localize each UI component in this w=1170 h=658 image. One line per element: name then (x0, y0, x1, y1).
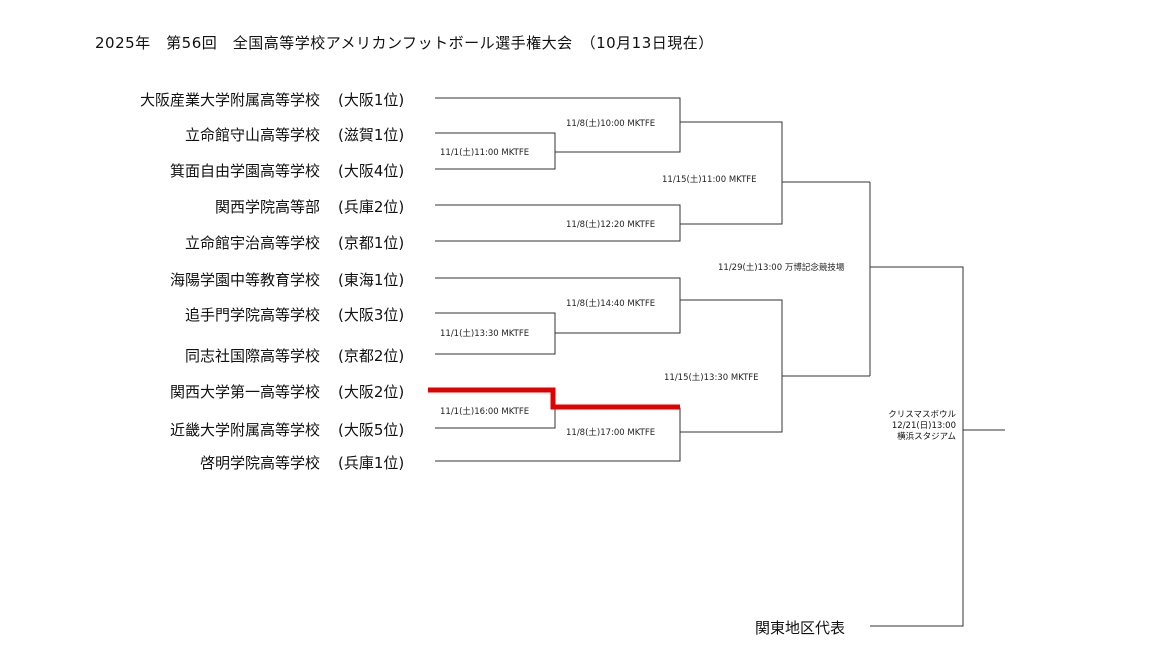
team-seed: (大阪2位) (338, 383, 405, 401)
team-name: 啓明学院高等学校 (199, 454, 320, 472)
team-name: 箕面自由学園高等学校 (169, 162, 320, 180)
team-seed: (大阪1位) (338, 91, 405, 109)
team-name: 関西学院高等部 (214, 198, 320, 216)
bracket-line (435, 277, 681, 334)
kanto-representative: 関東地区代表 (755, 619, 846, 637)
team-name: 立命館宇治高等学校 (184, 234, 320, 252)
team-name: 大阪産業大学附属高等学校 (139, 91, 320, 109)
team-seed: (京都1位) (338, 234, 405, 252)
team-name: 関西大学第一高等学校 (169, 383, 320, 401)
game-label: 11/15(土)13:30 MKTFE (664, 373, 759, 383)
bracket-line (435, 204, 681, 242)
game-label: 11/29(土)13:00 万博記念競技場 (718, 263, 845, 273)
team-seed: (兵庫1位) (338, 454, 405, 472)
winner-path (428, 387, 680, 410)
team-seed: (東海1位) (338, 271, 405, 289)
final-date: 12/21(日)13:00 (891, 421, 956, 431)
bracket-line (435, 132, 556, 170)
game-label: 11/1(土)11:00 MKTFE (440, 148, 530, 158)
bracket-line (435, 97, 681, 153)
team-seed: (滋賀1位) (338, 126, 405, 144)
team-seed: (大阪4位) (338, 162, 405, 180)
team-name: 海陽学園中等教育学校 (169, 271, 320, 289)
bracket-line (435, 312, 556, 355)
game-label: 11/8(土)12:20 MKTFE (566, 220, 656, 230)
game-label: 11/1(土)16:00 MKTFE (440, 407, 530, 417)
team-seed: (大阪3位) (338, 306, 405, 324)
final-game-info: クリスマスボウル 12/21(日)13:00 横浜スタジアム (860, 410, 956, 443)
bracket-line (680, 299, 783, 433)
game-label: 11/15(土)11:00 MKTFE (662, 175, 757, 185)
game-label: 11/8(土)17:00 MKTFE (566, 428, 656, 438)
bracket-line (870, 266, 964, 627)
bracket-line (680, 121, 783, 225)
game-label: 11/8(土)10:00 MKTFE (566, 119, 656, 129)
team-name: 追手門学院高等学校 (184, 306, 320, 324)
team-seed: (兵庫2位) (338, 198, 405, 216)
game-label: 11/1(土)13:30 MKTFE (440, 329, 530, 339)
team-name: 近畿大学附属高等学校 (169, 421, 320, 439)
team-seed: (京都2位) (338, 347, 405, 365)
game-label: 11/8(土)14:40 MKTFE (566, 299, 656, 309)
final-venue: 横浜スタジアム (897, 432, 956, 442)
page-title: 2025年 第56回 全国高等学校アメリカンフットボール選手権大会 （10月13… (95, 34, 714, 52)
final-name: クリスマスボウル (888, 410, 956, 420)
team-seed: (大阪5位) (338, 421, 405, 439)
team-name: 同志社国際高等学校 (184, 347, 320, 365)
team-name: 立命館守山高等学校 (184, 126, 320, 144)
